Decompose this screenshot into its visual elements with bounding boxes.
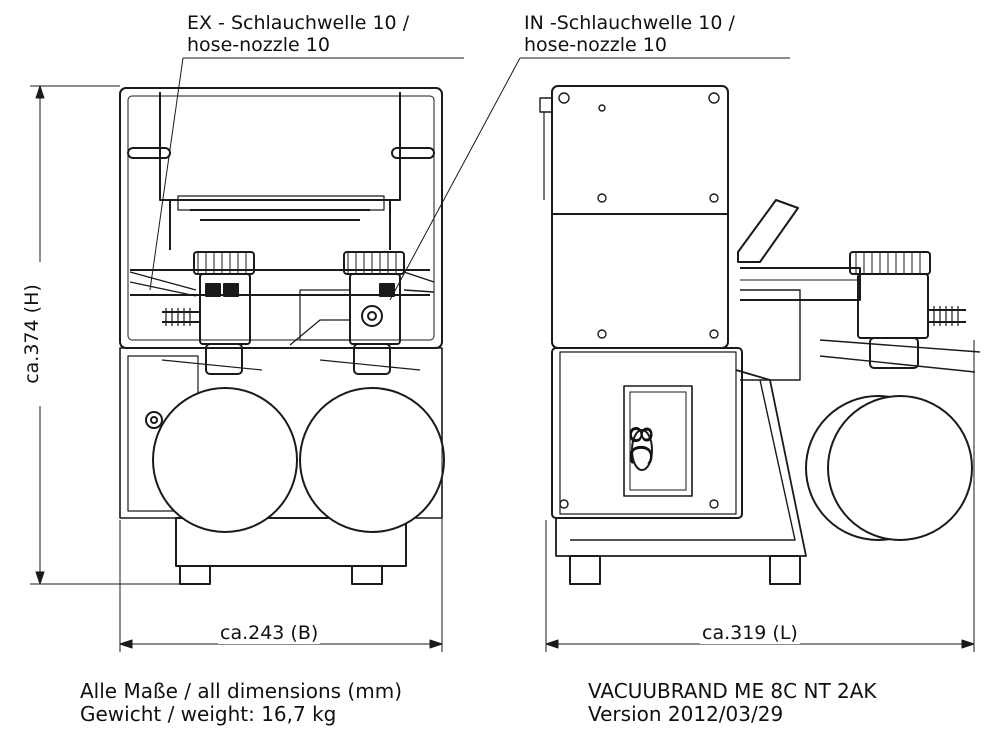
model-name: VACUUBRAND ME 8C NT 2AK bbox=[588, 679, 877, 703]
weight-note: Gewicht / weight: 16,7 kg bbox=[80, 702, 337, 726]
ex-callout-line2: hose-nozzle 10 bbox=[187, 34, 330, 56]
width-dimension: ca.243 (B) bbox=[218, 622, 321, 644]
ex-callout-line1: EX - Schlauchwelle 10 / bbox=[187, 12, 410, 34]
dimension-lines bbox=[30, 57, 975, 652]
length-dimension: ca.319 (L) bbox=[700, 622, 800, 644]
in-callout-line2: hose-nozzle 10 bbox=[524, 34, 667, 56]
side-view bbox=[539, 85, 981, 585]
in-callout-line1: IN -Schlauchwelle 10 / bbox=[524, 12, 735, 34]
height-dimension: ca.374 (H) bbox=[21, 262, 43, 406]
front-view bbox=[119, 87, 445, 585]
model-badge-text: 8C bbox=[622, 425, 657, 466]
dimensions-note: Alle Maße / all dimensions (mm) bbox=[80, 679, 403, 703]
version-date: Version 2012/03/29 bbox=[588, 702, 784, 726]
